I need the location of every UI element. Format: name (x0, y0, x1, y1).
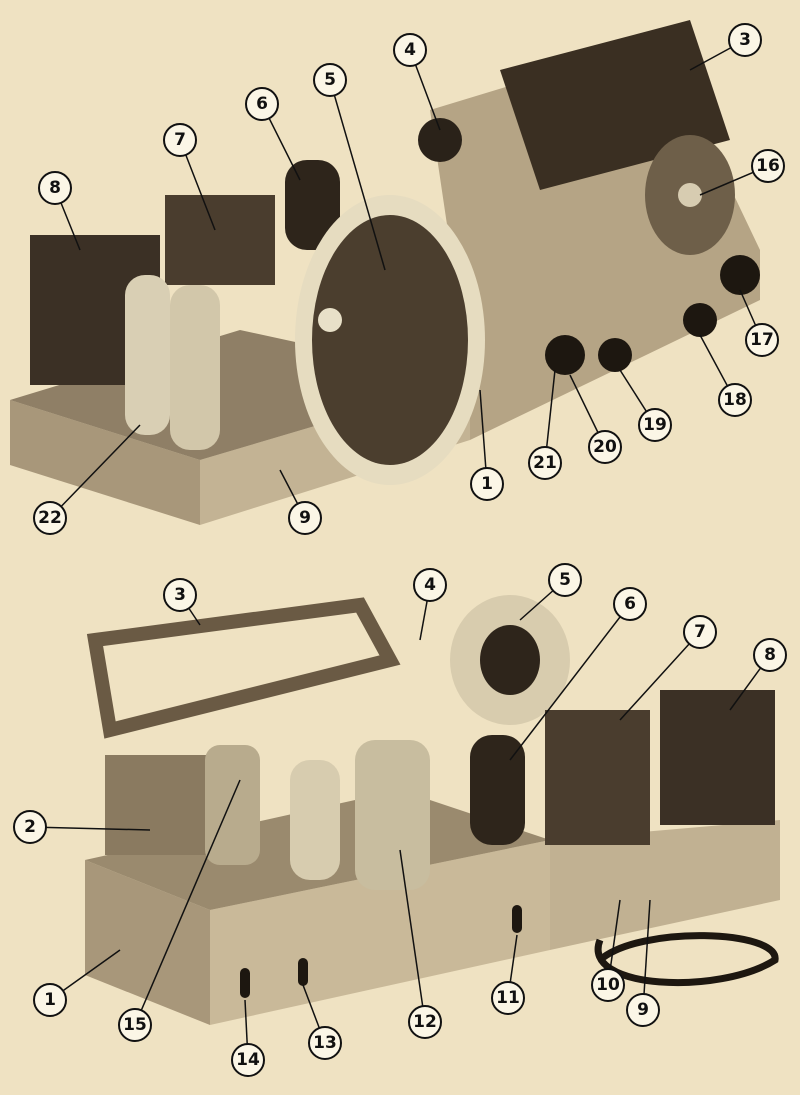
callout-number: 18 (718, 383, 752, 417)
callout-number: 3 (728, 23, 762, 57)
callout-number: 1 (470, 467, 504, 501)
callout-number: 8 (753, 638, 787, 672)
callout-number: 6 (245, 87, 279, 121)
callout-number: 13 (308, 1026, 342, 1060)
leader-line (642, 899, 651, 1011)
callout-number: 5 (313, 63, 347, 97)
callout-number: 11 (491, 981, 525, 1015)
callout-number: 3 (163, 578, 197, 612)
callout-number: 14 (231, 1043, 265, 1077)
callout-number: 16 (751, 149, 785, 183)
callout-number: 17 (745, 323, 779, 357)
callout-number: 7 (683, 615, 717, 649)
top-radio-photo (10, 20, 760, 525)
callout-number: 2 (13, 810, 47, 844)
callout-number: 4 (413, 568, 447, 602)
callout-number: 9 (626, 993, 660, 1027)
leader-line (619, 631, 701, 721)
leader-line (134, 779, 241, 1026)
leader-line (509, 603, 631, 761)
callout-number: 8 (38, 171, 72, 205)
callout-number: 21 (528, 446, 562, 480)
callout-number: 6 (613, 587, 647, 621)
callout-number: 19 (638, 408, 672, 442)
callout-number: 22 (33, 501, 67, 535)
callout-number: 5 (548, 563, 582, 597)
callout-number: 9 (288, 501, 322, 535)
leader-line (29, 826, 151, 831)
callout-number: 20 (588, 430, 622, 464)
bottom-radio-photo (85, 595, 780, 1025)
callout-number: 15 (118, 1008, 152, 1042)
callout-number: 1 (33, 983, 67, 1017)
callout-number: 4 (393, 33, 427, 67)
leader-line (399, 849, 426, 1023)
callout-number: 10 (591, 968, 625, 1002)
leader-line (329, 79, 386, 271)
leader-line (49, 424, 141, 519)
callout-number: 12 (408, 1005, 442, 1039)
callout-number: 7 (163, 123, 197, 157)
